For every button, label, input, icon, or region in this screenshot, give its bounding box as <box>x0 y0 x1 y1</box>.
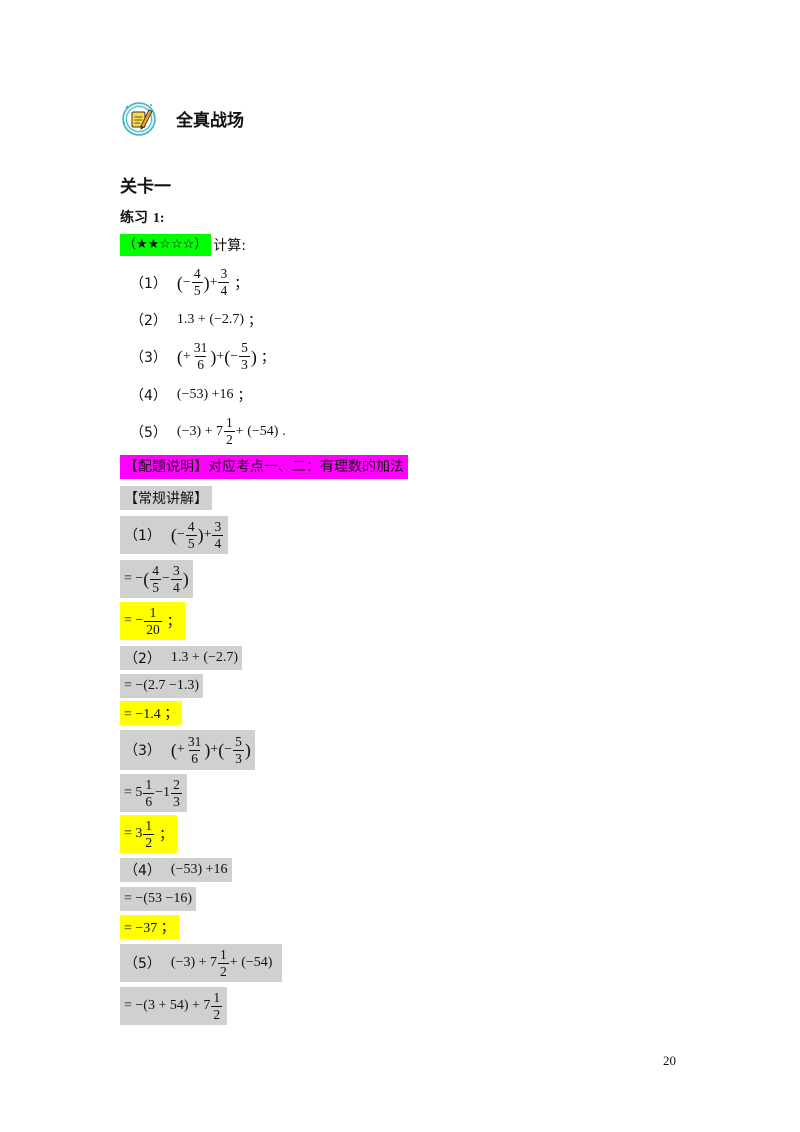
problem-2: （2） 1.3 + (−2.7)； <box>130 310 262 330</box>
difficulty-stars: （★★☆☆☆） <box>120 234 212 256</box>
problem-label: （5） <box>130 424 167 441</box>
level-title: 关卡一 <box>120 177 171 197</box>
problem-4: （4） (−53) +16； <box>130 385 252 405</box>
pencil-note-icon <box>122 102 156 136</box>
solution-2-answer: = −1.4 ； <box>120 701 183 725</box>
problem-label: （1） <box>130 275 167 292</box>
problem-label: （4） <box>130 388 167 404</box>
solution-4-line-2: = −(53 −16) <box>120 887 197 911</box>
difficulty-prompt: （★★☆☆☆） 计算: <box>120 234 246 256</box>
problem-label: （2） <box>130 313 167 329</box>
problem-expression: (−53) +16； <box>176 387 252 404</box>
problem-label: （3） <box>130 349 167 366</box>
solution-2-line-1: （2）1.3 + (−2.7) <box>120 646 243 670</box>
standard-tag: 【常规讲解】 <box>120 486 212 510</box>
problem-expression: 1.3 + (−2.7)； <box>176 312 263 329</box>
page-number: 20 <box>663 1053 676 1068</box>
solution-2-line-2: = −(2.7 −1.3) <box>120 674 204 698</box>
exercise-title: 练习 1: <box>120 207 165 227</box>
explanation-tag: 【配题说明】对应考点一、二：有理数的加法 <box>120 455 408 479</box>
section-title: 全真战场 <box>176 110 244 131</box>
exercise-prefix: 练习 <box>120 210 153 226</box>
exercise-number: 1: <box>152 211 165 226</box>
prompt-text: 计算: <box>213 238 246 254</box>
section-header: 全真战场 <box>120 98 244 138</box>
solution-4-answer: = −37 ； <box>120 915 179 939</box>
solution-4-line-1: （4）(−53) +16 <box>120 858 232 882</box>
